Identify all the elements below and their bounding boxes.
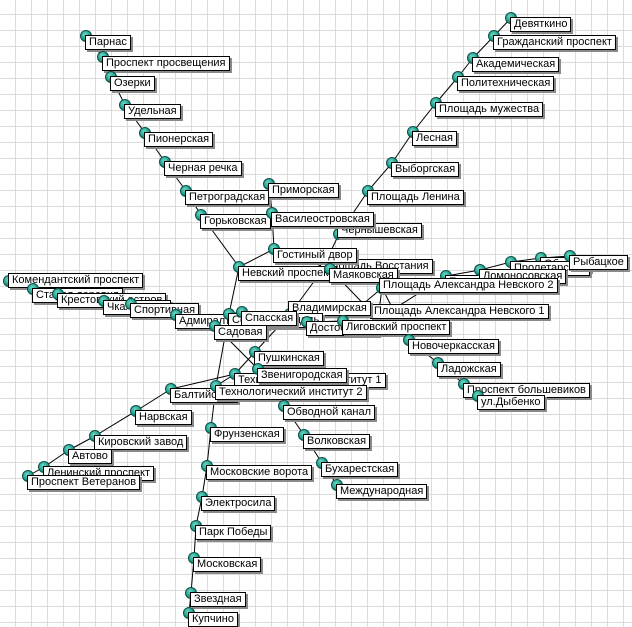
station-label[interactable]: Политехническая [457,76,555,91]
station-label[interactable]: Спасская [241,311,298,326]
station-label[interactable]: Василеостровская [271,212,374,227]
station-label[interactable]: Площадь мужества [435,102,544,117]
station-label[interactable]: Звенигородская [257,368,347,383]
station-label[interactable]: Фрунзенская [210,427,284,442]
station-label[interactable]: Озерки [110,76,155,91]
station-label[interactable]: Девяткино [510,17,572,32]
edge-line-1 [135,388,172,412]
station-label[interactable]: Электросила [201,496,276,511]
station-label[interactable]: Владимирская [288,301,371,316]
edge-line-2 [228,266,240,315]
edge-line-1 [170,373,236,390]
station-label[interactable]: Автово [68,449,112,464]
station-label[interactable]: Комендантский проспект [8,273,144,288]
station-label[interactable]: Кировский завод [94,435,188,450]
station-label[interactable]: Нарвская [135,410,192,425]
station-label[interactable]: Гражданский проспект [493,35,616,50]
station-label[interactable]: Приморская [268,183,339,198]
station-label[interactable]: Площадь Ленина [367,190,464,205]
station-label[interactable]: Маяковская [329,268,398,283]
station-label[interactable]: Купчино [188,612,238,627]
station-label[interactable]: Московская [193,557,262,572]
station-label[interactable]: Технологический институт 2 [215,385,367,400]
station-label[interactable]: Горьковская [200,214,271,229]
station-label[interactable]: Удельная [124,104,181,119]
station-label[interactable]: Бухарестская [321,462,399,477]
edge-line-1 [94,410,137,437]
station-label[interactable]: Черная речка [164,161,242,176]
station-label[interactable]: Московские ворота [206,465,313,480]
station-label[interactable]: Парнас [85,35,131,50]
station-label[interactable]: Проспект просвещения [102,56,230,71]
station-label[interactable]: Международная [336,484,428,499]
station-label[interactable]: Площадь Александра Невского 2 [379,278,558,293]
station-label[interactable]: ул.Дыбенко [477,395,545,410]
station-label[interactable]: Парк Победы [195,525,272,540]
station-label[interactable]: Площадь Александра Невского 1 [370,304,549,319]
station-label[interactable]: Академическая [472,57,560,72]
station-label[interactable]: Садовая [214,325,267,340]
station-label[interactable]: Лесная [412,131,457,146]
station-label[interactable]: Гостиный двор [273,248,357,263]
station-label[interactable]: Пушкинская [254,351,324,366]
station-label[interactable]: Выборгская [391,162,460,177]
station-label[interactable]: Петроградская [185,190,270,205]
station-label[interactable]: Звездная [190,592,246,607]
station-label[interactable]: Ладожская [437,362,501,377]
station-label[interactable]: Проспект Ветеранов [27,475,141,490]
station-label[interactable]: Лиговский проспект [342,320,451,335]
station-label[interactable]: Рыбацкое [569,255,628,270]
station-label[interactable]: Новочеркасская [408,339,499,354]
station-label[interactable]: Невский проспект [238,266,338,281]
station-label[interactable]: Пионерская [144,132,214,147]
station-label[interactable]: Обводной канал [283,405,376,420]
station-label[interactable]: Волковская [303,434,371,449]
